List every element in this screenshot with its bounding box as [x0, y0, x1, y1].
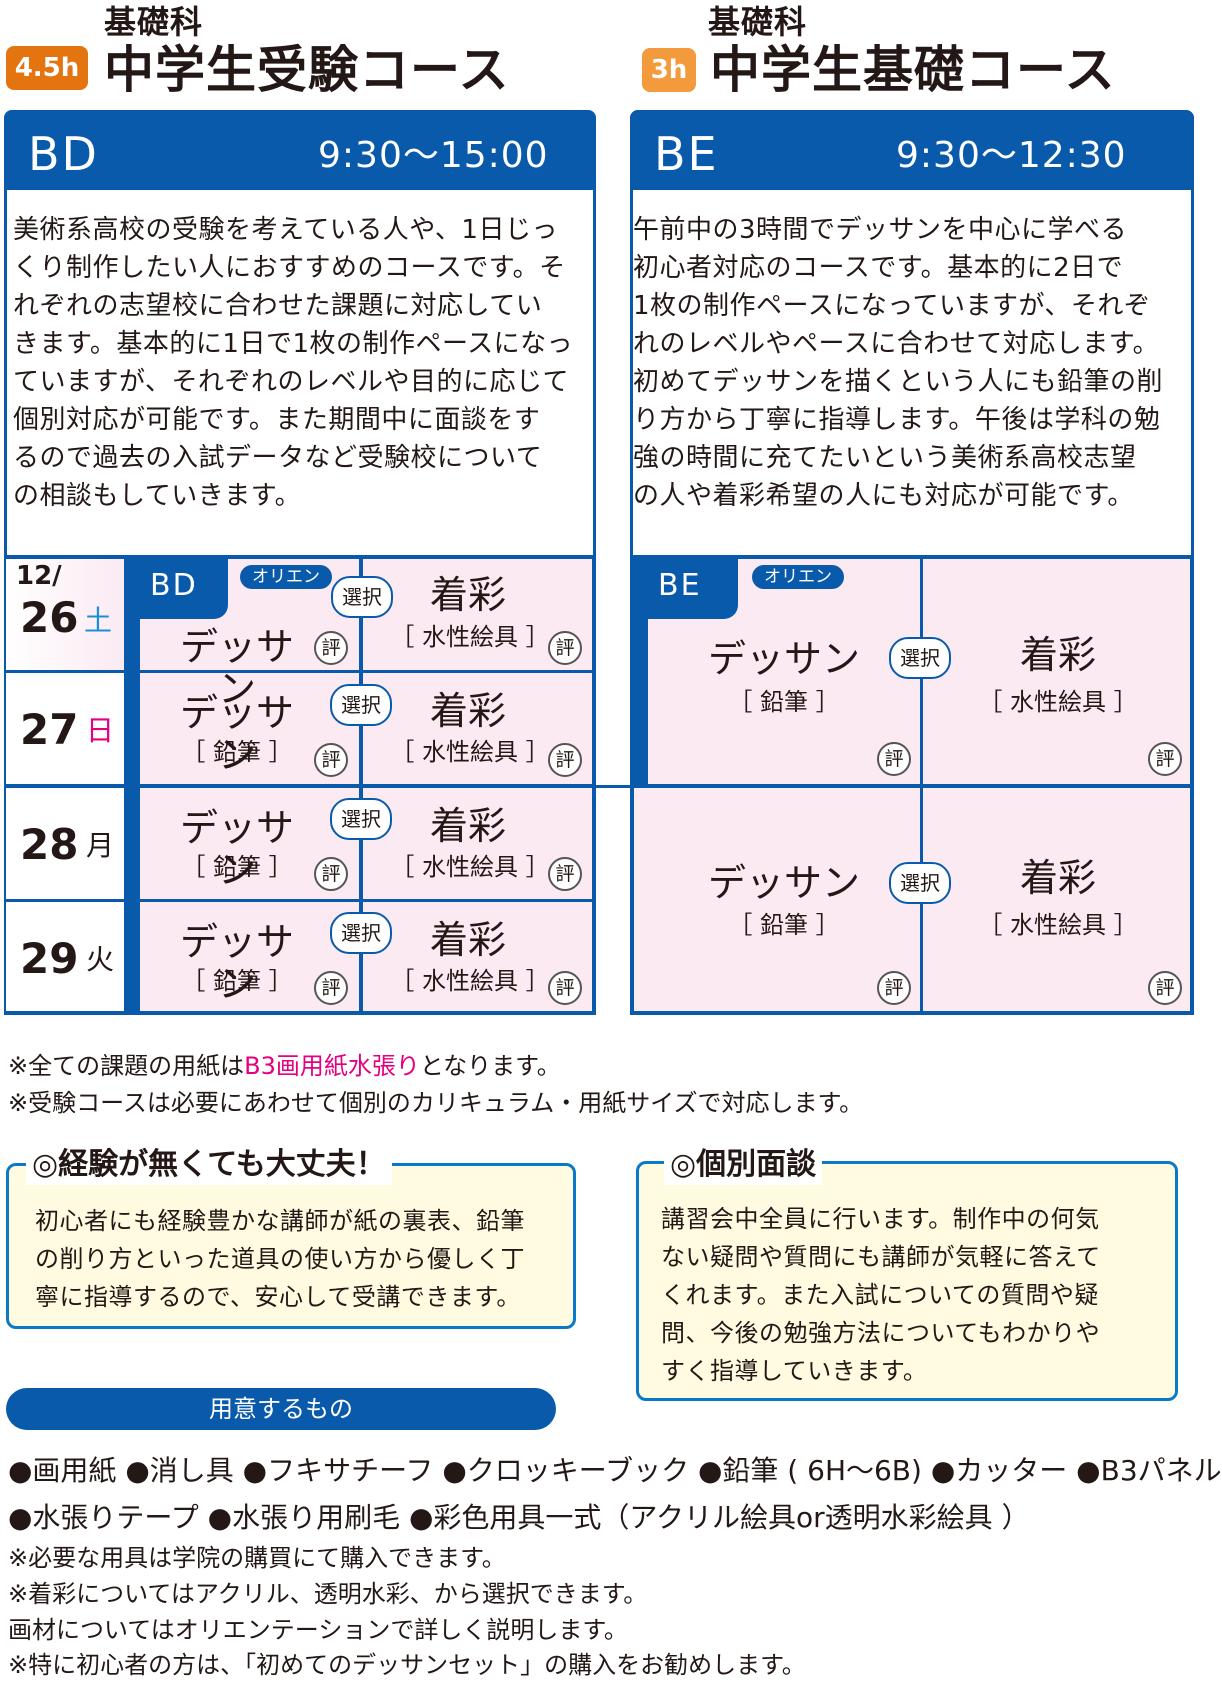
be-paint-label-2: ［ 水性絵具 ］ [978, 911, 1138, 939]
right-course-time: 9:30～12:30 [896, 135, 1127, 176]
bd-dessin-label-27: デッサン [179, 691, 294, 777]
bd-dessin-label-26: デッサン [179, 625, 294, 711]
left-course-category: 基礎科 [104, 3, 204, 41]
grid-connector [596, 785, 630, 788]
evaluation-mark: 評 [548, 743, 582, 777]
left-course-panel: BD 9:30～15:00 美術系高校の受験を考えている人や、1日じっくり制作し… [4, 110, 596, 560]
be-cell-spacer [634, 788, 648, 1011]
date-cell-27: 27 日 [6, 673, 124, 784]
evaluation-mark: 評 [314, 631, 348, 665]
evaluation-mark: 評 [548, 631, 582, 665]
evaluation-mark: 評 [877, 971, 911, 1005]
bd-dessin-label-29: デッサン [179, 920, 294, 1006]
supplies-note-2: ※着彩についてはアクリル、透明水彩、から選択できます。 [8, 1580, 648, 1608]
be-chakusai-cell-28-29 [923, 788, 1190, 1011]
be-pencil-label-1: ［ 鉛筆 ］ [728, 688, 840, 716]
right-course-category: 基礎科 [708, 3, 808, 41]
bd-paint-label-27: ［ 水性絵具 ］ [390, 738, 550, 766]
evaluation-mark: 評 [877, 742, 911, 776]
bd-select-badge-29: 選択 [330, 912, 392, 954]
bd-select-badge-27: 選択 [330, 684, 392, 726]
date-cell-29: 29 火 [6, 902, 124, 1011]
be-orientation-badge: オリエン [752, 565, 844, 589]
bd-paint-label-29: ［ 水性絵具 ］ [390, 967, 550, 995]
interview-info-box: 講習会中全員に行います。制作中の何気ない疑問や質問にも講師が気軽に答えてくれます… [636, 1161, 1178, 1401]
left-course-title: 中学生受験コース [104, 41, 510, 99]
be-chakusai-cell-26-27 [923, 559, 1190, 784]
bd-select-badge-28: 選択 [330, 798, 392, 840]
be-paint-label-1: ［ 水性絵具 ］ [978, 688, 1138, 716]
date-cell-28: 28 月 [6, 788, 124, 899]
evaluation-mark: 評 [314, 971, 348, 1005]
beginner-info-box: 初心者にも経験豊かな講師が紙の裏表、鉛筆の削り方といった道具の使い方から優しく丁… [6, 1163, 576, 1329]
left-course-description: 美術系高校の受験を考えている人や、1日じっくり制作したい人におすすめのコースです… [13, 215, 574, 511]
custom-curriculum-note: ※受験コースは必要にあわせて個別のカリキュラム・用紙サイズで対応します。 [8, 1089, 864, 1117]
be-dessin-cell-28-29 [648, 788, 920, 1011]
beginner-box-title: ◎経験が無くても大丈夫！ [26, 1145, 392, 1185]
left-hours-badge: 4.5h [6, 46, 88, 90]
supplies-note-4: ※特に初心者の方は、「初めてのデッサンセット」の購入をお勧めします。 [8, 1651, 806, 1679]
be-dessin-label-2: デッサン [707, 861, 860, 905]
supplies-title-bar: 用意するもの [6, 1388, 556, 1430]
be-chakusai-label-2: 着彩 [1019, 856, 1096, 900]
interview-box-title: ◎個別面談 [664, 1145, 823, 1185]
bd-paint-label-26: ［ 水性絵具 ］ [390, 623, 550, 651]
paper-note: ※全ての課題の用紙はB3画用紙水張りとなります。 [8, 1052, 561, 1080]
left-course-code: BD [28, 127, 99, 181]
supplies-note-3: 画材についてはオリエンテーションで詳しく説明します。 [8, 1616, 628, 1644]
bd-orientation-badge: オリエン [240, 565, 332, 589]
bd-chakusai-label-27: 着彩 [429, 689, 506, 733]
supplies-note-1: ※必要な用具は学院の購買にて購入できます。 [8, 1544, 506, 1572]
be-select-badge-1: 選択 [889, 637, 951, 679]
supplies-list-1: ●画用紙 ●消し具 ●フキサチーフ ●クロッキーブック ●鉛筆 ( 6H～6B)… [8, 1454, 1222, 1487]
bd-pencil-label-28: ［ 鉛筆 ］ [181, 853, 293, 881]
supplies-list-2: ●水張りテープ ●水張り用刷毛 ●彩色用具一式（アクリル絵具or透明水彩絵具 ） [8, 1501, 1030, 1534]
bd-pencil-label-27: ［ 鉛筆 ］ [181, 738, 293, 766]
bd-pencil-label-29: ［ 鉛筆 ］ [181, 967, 293, 995]
be-chakusai-label-1: 着彩 [1019, 633, 1096, 677]
evaluation-mark: 評 [548, 971, 582, 1005]
right-course-panel: BE 9:30～12:30 午前中の3時間でデッサンを中心に学べる初心者対応のコ… [630, 110, 1194, 560]
be-tab: BE [634, 559, 738, 619]
right-course-title: 中学生基礎コース [710, 41, 1116, 99]
right-course-code: BE [654, 127, 719, 181]
bd-paint-label-28: ［ 水性絵具 ］ [390, 853, 550, 881]
be-pencil-label-2: ［ 鉛筆 ］ [728, 911, 840, 939]
bd-chakusai-label-29: 着彩 [429, 918, 506, 962]
evaluation-mark: 評 [1148, 971, 1182, 1005]
bd-select-badge-26: 選択 [331, 576, 393, 618]
bd-tab: BD [128, 559, 228, 619]
date-cell-26: 12/ 26 土 [6, 559, 124, 670]
evaluation-mark: 評 [1148, 742, 1182, 776]
bd-chakusai-label-26: 着彩 [429, 573, 506, 617]
left-panel-header: BD 9:30～15:00 [4, 110, 596, 190]
right-panel-header: BE 9:30～12:30 [630, 110, 1194, 190]
right-hours-badge: 3h [642, 48, 696, 92]
bd-dessin-label-28: デッサン [179, 806, 294, 892]
evaluation-mark: 評 [314, 743, 348, 777]
evaluation-mark: 評 [314, 857, 348, 891]
evaluation-mark: 評 [548, 857, 582, 891]
be-select-badge-2: 選択 [889, 862, 951, 904]
left-course-time: 9:30～15:00 [318, 135, 549, 176]
be-dessin-label-1: デッサン [707, 637, 860, 681]
bd-chakusai-label-28: 着彩 [429, 804, 506, 848]
